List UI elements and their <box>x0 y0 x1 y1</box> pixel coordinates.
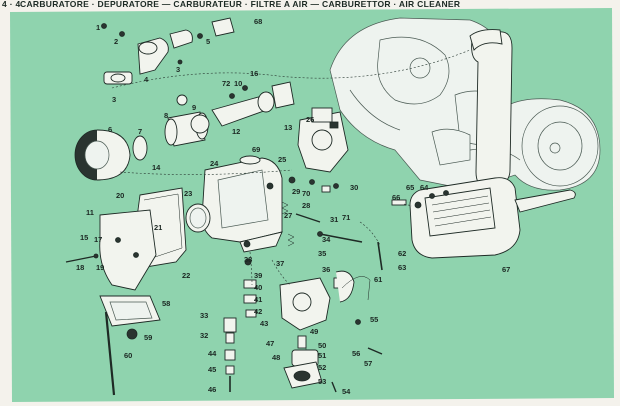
callout-7: 7 <box>138 127 142 136</box>
callout-11: 11 <box>86 208 94 217</box>
callout-26: 26 <box>306 115 314 124</box>
page-header: 4 · 4 CARBURATORE · DEPURATORE — CARBURA… <box>0 0 620 10</box>
callout-10: 10 <box>234 79 242 88</box>
callout-20: 20 <box>116 191 124 200</box>
callout-48: 48 <box>272 353 280 362</box>
callout-3a: 3 <box>176 65 180 74</box>
callout-3b: 3 <box>112 95 116 104</box>
callout-19: 19 <box>96 263 104 272</box>
callout-2: 2 <box>114 37 118 46</box>
cleaner-box <box>201 155 283 253</box>
callout-6: 6 <box>108 125 112 134</box>
callout-63: 63 <box>398 263 406 272</box>
misc-fasteners <box>65 183 383 393</box>
callout-22: 22 <box>182 271 190 280</box>
callout-13: 13 <box>284 123 292 132</box>
callout-65: 65 <box>406 183 414 192</box>
callout-71: 71 <box>342 213 350 222</box>
callout-15: 15 <box>80 233 88 242</box>
callout-59: 59 <box>144 333 152 342</box>
callout-44: 44 <box>208 349 217 358</box>
callout-42: 42 <box>254 307 262 316</box>
callout-45: 45 <box>208 365 216 374</box>
callout-41: 41 <box>254 295 262 304</box>
callout-21: 21 <box>154 223 162 232</box>
callout-33a: 33 <box>200 311 208 320</box>
callout-40: 40 <box>254 283 262 292</box>
callout-51: 51 <box>318 351 326 360</box>
callout-5: 5 <box>206 37 210 46</box>
callout-29: 29 <box>292 187 300 196</box>
callout-50: 50 <box>318 341 326 350</box>
page-number: 4 · 4 <box>2 0 21 9</box>
assembly-guide-lines <box>111 49 471 350</box>
callout-23: 23 <box>184 189 192 198</box>
callout-60: 60 <box>124 351 132 360</box>
callout-9: 9 <box>192 103 196 112</box>
callout-30: 30 <box>350 183 358 192</box>
callout-47: 47 <box>266 339 274 348</box>
intake-manifold-parts <box>101 17 235 85</box>
callout-43: 43 <box>260 319 268 328</box>
callout-17: 17 <box>94 235 102 244</box>
callout-38: 38 <box>244 255 252 264</box>
upper-carburetor <box>288 107 349 185</box>
callout-49: 49 <box>310 327 318 336</box>
page-title: CARBURATORE · DEPURATORE — CARBURATEUR ·… <box>20 0 461 9</box>
callout-54: 54 <box>342 387 351 396</box>
filter-screen-and-gasket <box>99 187 211 291</box>
callout-72: 72 <box>222 79 230 88</box>
float-bowl <box>283 335 323 389</box>
callout-70: 70 <box>302 189 310 198</box>
callout-12: 12 <box>232 127 240 136</box>
callout-69: 69 <box>252 145 260 154</box>
air-filter-drum <box>74 94 210 181</box>
callout-28: 28 <box>302 201 310 210</box>
callout-39: 39 <box>254 271 262 280</box>
lower-carburetor <box>243 240 355 331</box>
callout-53: 53 <box>318 377 326 386</box>
callout-58: 58 <box>162 299 170 308</box>
callout-64: 64 <box>420 183 429 192</box>
callout-57: 57 <box>364 359 372 368</box>
callout-16: 16 <box>250 69 258 78</box>
callout-52: 52 <box>318 363 326 372</box>
callout-14: 14 <box>152 163 161 172</box>
callout-67: 67 <box>502 265 510 274</box>
callout-37: 37 <box>276 259 284 268</box>
callout-31: 31 <box>330 215 338 224</box>
callout-36: 36 <box>322 265 330 274</box>
callout-labels: 1 2 3 3 4 5 6 7 8 9 10 11 12 13 14 15 16… <box>76 17 510 396</box>
callout-25: 25 <box>278 155 286 164</box>
callout-61: 61 <box>374 275 382 284</box>
air-cleaner-assembly <box>391 29 576 259</box>
callout-1: 1 <box>96 23 100 32</box>
callout-56: 56 <box>352 349 360 358</box>
callout-55: 55 <box>370 315 378 324</box>
intake-tube <box>211 81 295 127</box>
callout-4: 4 <box>144 75 149 84</box>
callout-66: 66 <box>392 193 400 202</box>
callout-24: 24 <box>210 159 219 168</box>
callout-34: 34 <box>322 235 331 244</box>
callout-8: 8 <box>164 111 168 120</box>
callout-27: 27 <box>284 211 292 220</box>
callout-35: 35 <box>318 249 326 258</box>
callout-32: 32 <box>200 331 208 340</box>
callout-46: 46 <box>208 385 216 394</box>
callout-68: 68 <box>254 17 262 26</box>
callout-18: 18 <box>76 263 84 272</box>
base-plate-and-rod <box>99 295 237 396</box>
callout-62: 62 <box>398 249 406 258</box>
